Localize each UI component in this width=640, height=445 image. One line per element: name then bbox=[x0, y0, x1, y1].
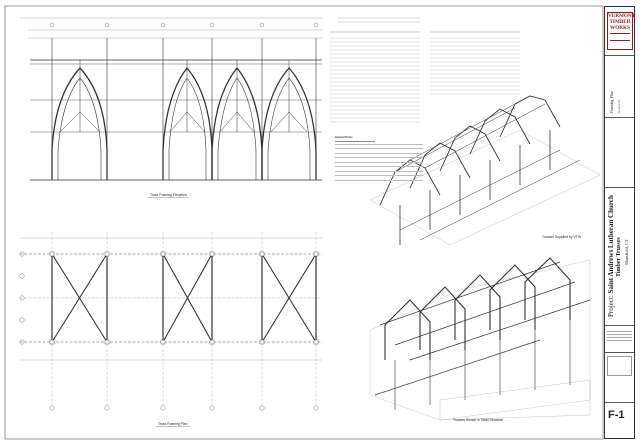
isometric-trusses-supplied bbox=[369, 95, 601, 246]
logo-line-3: WORKS bbox=[610, 25, 630, 31]
truss-framing-elevation bbox=[20, 17, 322, 181]
issue-info bbox=[607, 329, 632, 347]
project-location: Mansfield, CT bbox=[624, 239, 629, 265]
general-notes: General Notes bbox=[335, 136, 423, 184]
logo-line-2: TIMBER bbox=[609, 19, 631, 25]
sheet-number: F-1 bbox=[608, 409, 625, 421]
project-name: Saint Andrews Lutheran Church bbox=[607, 195, 615, 294]
drawing-type: Framing Plan bbox=[609, 91, 614, 113]
iso2-caption: Trusses Shown in Steel Structure bbox=[453, 418, 503, 422]
truss-framing-plan bbox=[19, 232, 322, 411]
revision-table bbox=[607, 356, 632, 376]
drawing-type-sub: Isometrics bbox=[617, 99, 621, 113]
project-label: Project: bbox=[607, 295, 615, 317]
plan-caption: Truss Framing Plan bbox=[158, 422, 188, 426]
logo-line-1: VERMONT bbox=[608, 13, 636, 19]
iso1-caption: Trusses Supplied by VTW bbox=[542, 235, 582, 239]
title-block: VERMONT TIMBER WORKS Framing Plan Isomet… bbox=[604, 6, 635, 439]
isometric-steel-structure bbox=[369, 257, 591, 421]
project-heading: Project: Saint Andrews Lutheran Church bbox=[607, 195, 615, 317]
project-subject: Timber Trusses bbox=[616, 237, 622, 277]
elevation-caption: Truss Framing Elevation bbox=[150, 193, 187, 197]
member-schedule bbox=[330, 17, 520, 123]
notes-heading: General Notes bbox=[335, 136, 353, 139]
company-logo: VERMONT TIMBER WORKS bbox=[607, 12, 636, 50]
